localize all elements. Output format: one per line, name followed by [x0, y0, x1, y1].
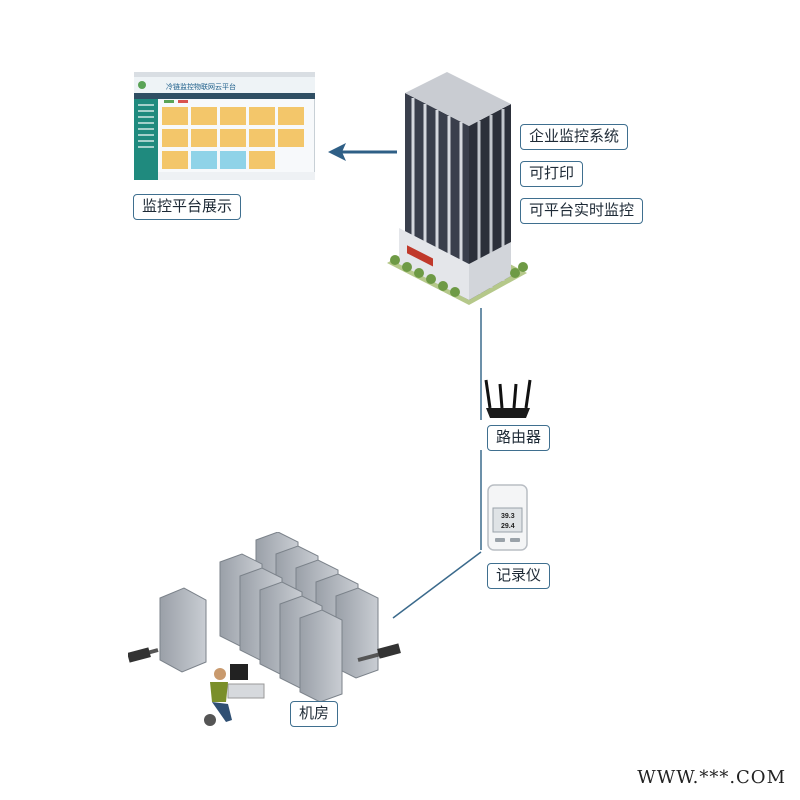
recorder-value-2: 29.4 [501, 523, 515, 530]
server-rack-group-front [219, 553, 343, 703]
platform-screen-title: 冷链监控物联网云平台 [166, 82, 236, 91]
router [484, 378, 532, 420]
office-building [385, 68, 530, 310]
footer-watermark: WWW.***.COM [637, 767, 786, 788]
label-machine-room[interactable]: 机房 [290, 701, 339, 727]
arrow-head [328, 143, 346, 161]
server-rack-left [159, 587, 207, 673]
label-router[interactable]: 路由器 [487, 425, 551, 451]
operator-at-desk [204, 664, 265, 726]
router-icon [484, 379, 532, 418]
label-realtime-monitoring[interactable]: 可平台实时监控 [520, 198, 644, 224]
platform-screen-graphic: 冷链监控物联网云平台 [133, 71, 316, 181]
recorder-value-1: 39.3 [501, 513, 515, 520]
data-recorder-graphic: 39.3 29.4 [487, 484, 528, 551]
data-recorder: 39.3 29.4 [487, 484, 528, 551]
platform-screen: 冷链监控物联网云平台 [133, 71, 316, 181]
machine-room-graphic [127, 531, 401, 726]
connector-recorder-room [392, 551, 482, 619]
label-printable[interactable]: 可打印 [520, 161, 584, 187]
label-platform-display[interactable]: 监控平台展示 [133, 194, 242, 220]
office-building-graphic [387, 72, 528, 305]
label-enterprise-system[interactable]: 企业监控系统 [520, 124, 629, 150]
label-recorder[interactable]: 记录仪 [487, 563, 551, 589]
machine-room [127, 531, 403, 732]
platform-cards [162, 107, 304, 169]
